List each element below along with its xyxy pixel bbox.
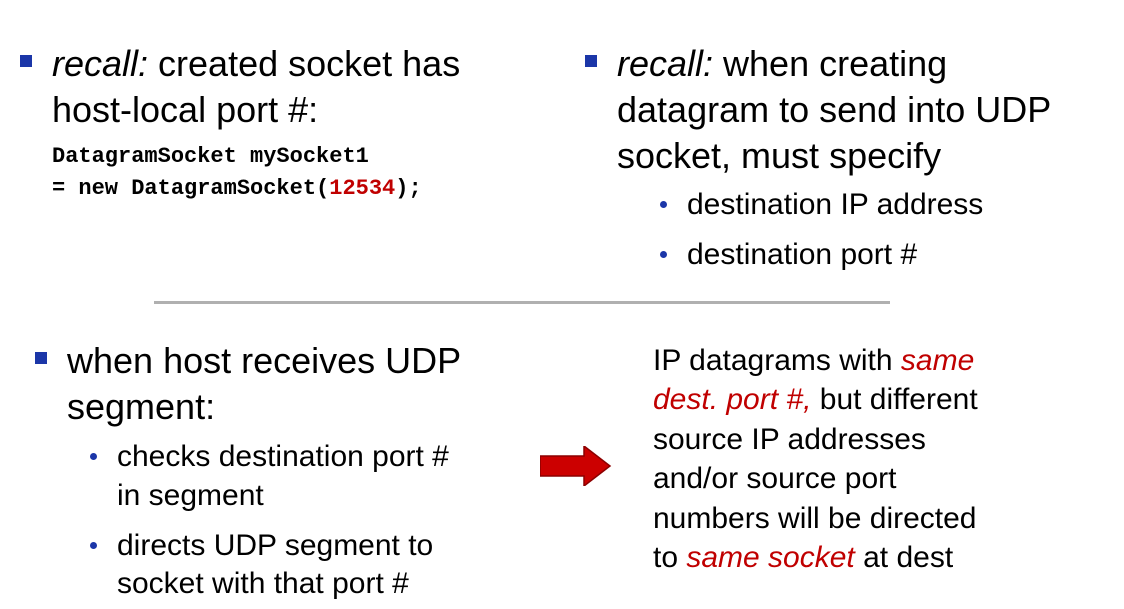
br-l6-b: same socket <box>686 541 855 574</box>
dot-bullet-icon <box>660 251 667 258</box>
bottom-left-sub2-line2: socket with that port # <box>117 567 409 600</box>
br-l2-b: but different <box>811 383 978 416</box>
bottom-right-line3: source IP addresses <box>653 423 926 456</box>
bullet-icon <box>20 55 32 67</box>
section-divider <box>154 301 890 304</box>
code-line-2-suffix: ); <box>395 176 422 201</box>
bottom-left-line1: when host receives UDP <box>67 340 462 381</box>
top-right-sub1: destination IP address <box>687 188 984 221</box>
bottom-right-line2: dest. port #, but different <box>653 380 978 420</box>
dot-bullet-icon <box>660 201 667 208</box>
top-left-line1-text: created socket has <box>148 43 461 84</box>
top-left-line1: recall: created socket has <box>52 41 460 87</box>
right-arrow-icon <box>540 446 612 486</box>
recall-label: recall: <box>617 43 714 84</box>
dot-bullet-icon <box>90 453 97 460</box>
bottom-left-sub1-line2: in segment <box>117 479 264 512</box>
top-right-sub2: destination port # <box>687 238 918 271</box>
bottom-right-line1: IP datagrams with same <box>653 341 974 381</box>
top-right-line1: recall: when creating <box>617 41 947 87</box>
bottom-left-line2: segment: <box>67 386 216 427</box>
bottom-right-line5: numbers will be directed <box>653 502 977 535</box>
bottom-left-sub1-line1: checks destination port # <box>117 440 449 473</box>
bottom-right-line4: and/or source port <box>653 462 897 495</box>
br-l1-b: same <box>900 344 975 377</box>
recall-label: recall: <box>52 43 149 84</box>
top-left-line2: host-local port #: <box>52 89 319 130</box>
bottom-right-line6: to same socket at dest <box>653 538 953 578</box>
bullet-icon <box>35 352 47 364</box>
code-line-2-prefix: = new DatagramSocket( <box>52 176 330 201</box>
code-line-2: = new DatagramSocket(12534); <box>52 176 422 202</box>
br-l1-a: IP datagrams with <box>653 344 901 377</box>
bullet-icon <box>585 55 597 67</box>
dot-bullet-icon <box>90 542 97 549</box>
code-line-1: DatagramSocket mySocket1 <box>52 144 369 169</box>
top-right-line2: datagram to send into UDP <box>617 89 1052 130</box>
top-right-line3: socket, must specify <box>617 135 942 176</box>
br-l6-c: at dest <box>854 541 954 574</box>
br-l2-a: dest. port #, <box>653 383 812 416</box>
bottom-left-sub2-line1: directs UDP segment to <box>117 529 434 562</box>
code-port-number: 12534 <box>329 176 396 201</box>
top-right-line1-text: when creating <box>713 43 948 84</box>
br-l6-a: to <box>653 541 687 574</box>
